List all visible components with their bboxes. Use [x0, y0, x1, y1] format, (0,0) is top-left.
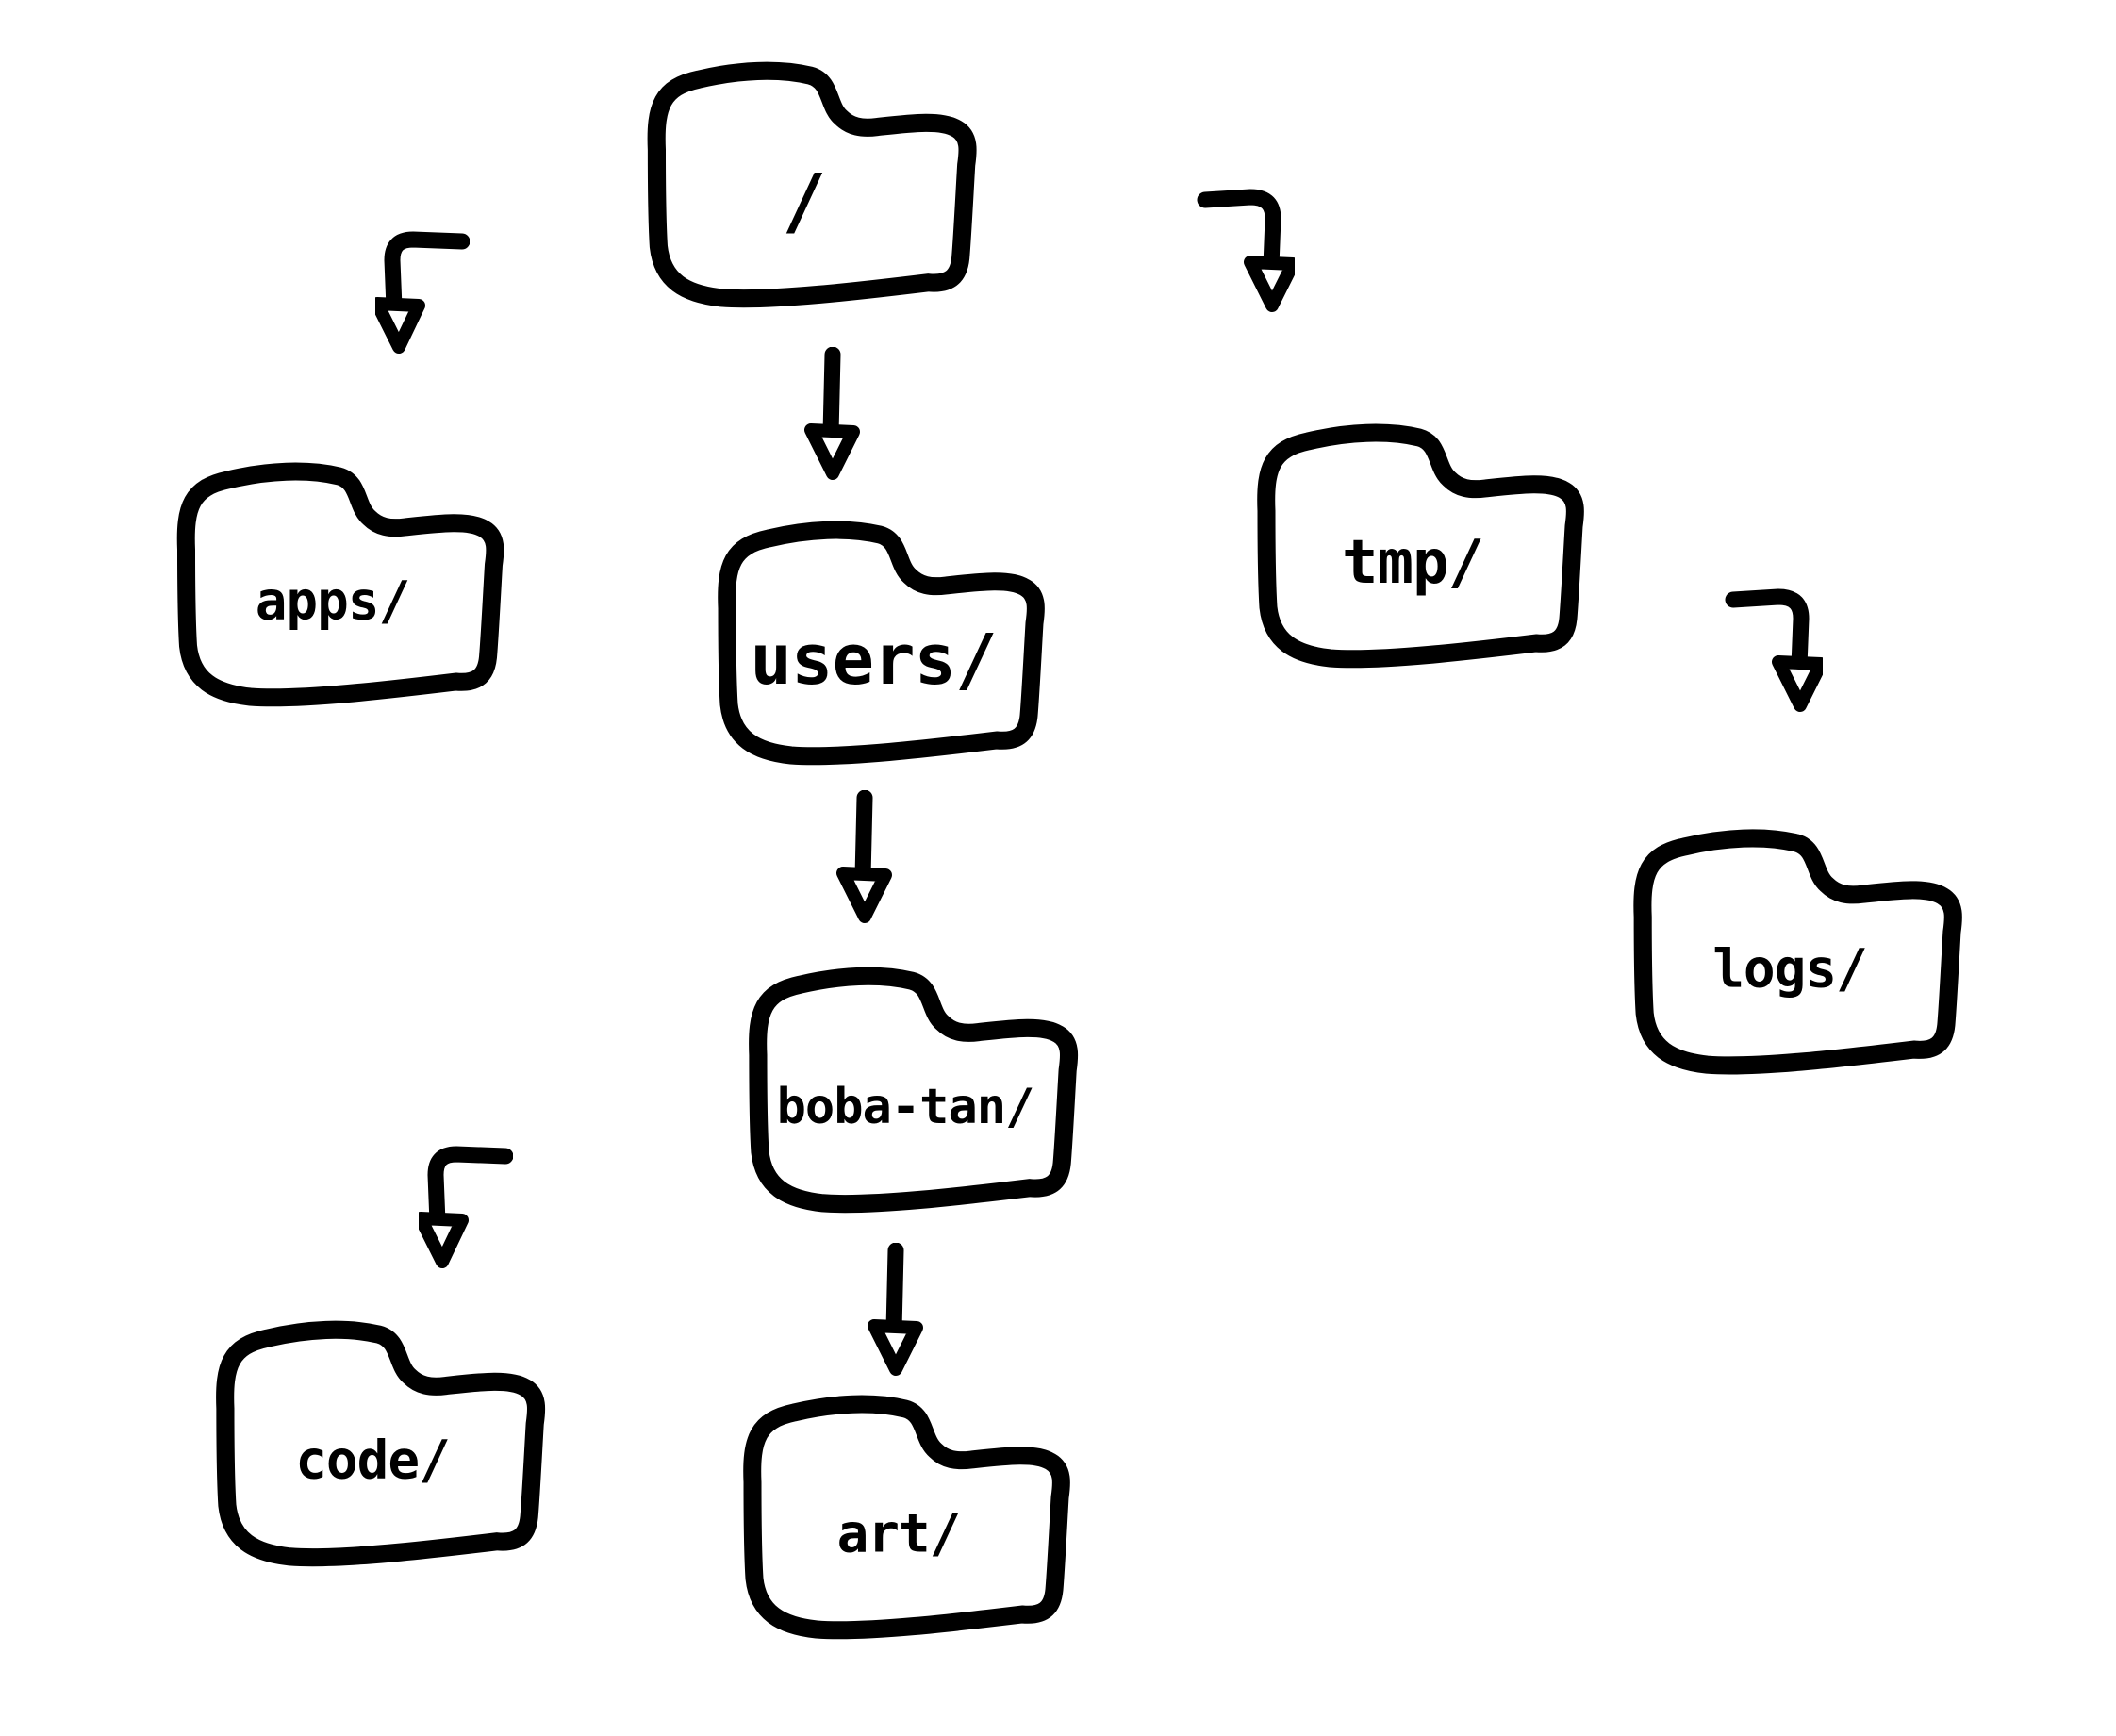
- folder-root: /: [627, 45, 981, 321]
- folder-tmp-label: tmp/: [1341, 528, 1484, 599]
- folder-root-label: /: [782, 159, 827, 245]
- arrow-boba-tan-to-art-icon: [867, 1243, 925, 1384]
- folder-boba-tan: boba-tan/: [729, 951, 1082, 1226]
- folder-logs-label: logs/: [1712, 938, 1868, 1000]
- folder-code-label: code/: [295, 1430, 451, 1492]
- arrow-boba-tan-to-code-icon: [419, 1141, 513, 1278]
- folder-logs: logs/: [1614, 811, 1965, 1089]
- arrow-users-to-boba-tan-icon: [835, 790, 894, 932]
- folder-art: art/: [724, 1379, 1073, 1652]
- arrow-root-to-users-icon: [803, 347, 862, 488]
- arrow-root-to-apps-icon: [375, 226, 470, 363]
- folder-boba-tan-label: boba-tan/: [776, 1079, 1035, 1136]
- folder-users-label: users/: [750, 620, 997, 702]
- folder-users: users/: [696, 504, 1050, 778]
- folder-apps-label: apps/: [255, 570, 411, 633]
- folder-apps: apps/: [156, 446, 509, 719]
- folder-tmp: tmp/: [1237, 407, 1588, 681]
- arrow-tmp-to-logs-icon: [1724, 585, 1823, 721]
- folder-code: code/: [196, 1304, 549, 1579]
- arrow-root-to-tmp-icon: [1196, 185, 1295, 322]
- folder-art-label: art/: [836, 1503, 962, 1565]
